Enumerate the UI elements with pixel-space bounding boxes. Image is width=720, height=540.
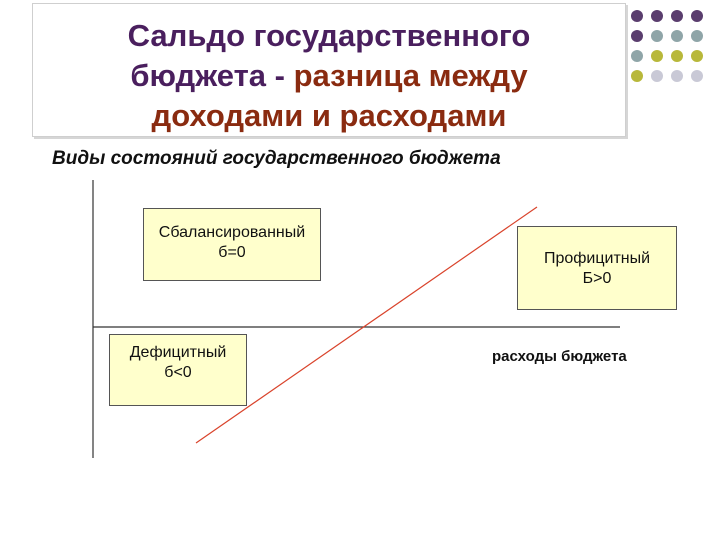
surplus-label: Профицитный [543,250,651,267]
subtitle: Виды состояний государственного бюджета [52,148,501,169]
decorative-dot [671,30,683,42]
surplus-box: Профицитный Б>0 [517,226,677,310]
decorative-dot [691,70,703,82]
title-line-2: бюджета - разница между [33,56,625,96]
title-box: Сальдо государственного бюджета - разниц… [32,3,626,137]
decorative-dot [651,10,663,22]
decorative-dot [651,50,663,62]
decorative-dot [631,10,643,22]
balanced-formula: б=0 [218,244,246,261]
decorative-dot [651,70,663,82]
decorative-dot [691,10,703,22]
title-line-1: Сальдо государственного [127,18,531,53]
decorative-dot [631,70,643,82]
title-line-2-part-1: бюджета - [130,58,294,93]
decorative-dot [691,50,703,62]
title-line-2-part-2: разница между [293,58,528,93]
decorative-dot [631,30,643,42]
balanced-box: Сбалансированный б=0 [143,208,321,281]
slide-title: Сальдо государственного бюджета - разниц… [33,16,625,136]
decorative-dot [631,50,643,62]
decorative-dot [671,70,683,82]
axis-label: расходы бюджета [492,348,627,365]
budget-balance-line [195,206,538,444]
decorative-dot [671,50,683,62]
deficit-label: Дефицитный [129,344,227,361]
title-line-3: доходами и расходами [151,98,507,133]
surplus-formula: Б>0 [582,270,612,287]
balanced-label: Сбалансированный [158,224,306,241]
decorative-dot [691,30,703,42]
deficit-formula: б<0 [164,364,192,381]
deficit-box: Дефицитный б<0 [109,334,247,406]
decorative-dot [651,30,663,42]
decorative-dot [671,10,683,22]
